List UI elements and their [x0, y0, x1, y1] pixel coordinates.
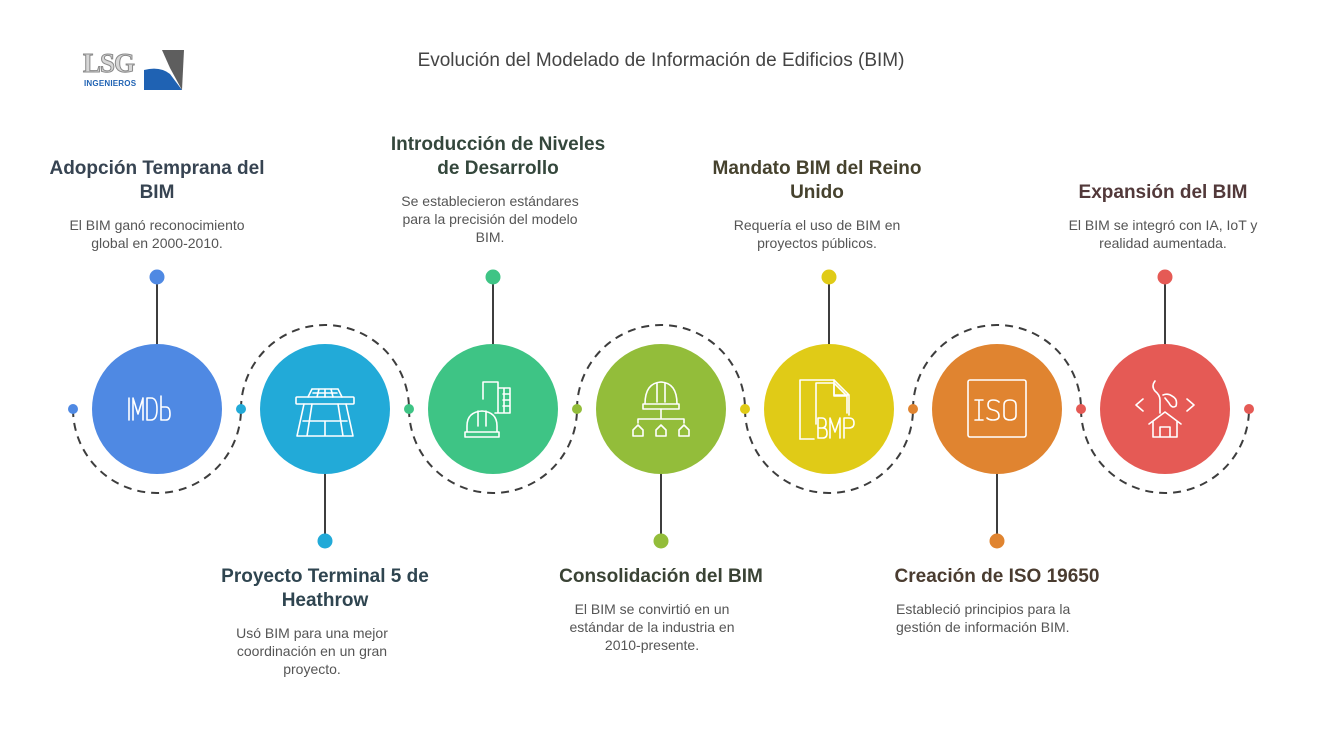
- milestone-title: Expansión del BIM: [1078, 182, 1248, 203]
- connector-lines: [156, 277, 1166, 541]
- milestone-title: Creación de ISO 19650: [894, 566, 1100, 587]
- milestone-circle-6: [932, 344, 1062, 474]
- milestone-title: Consolidación del BIM: [559, 566, 763, 587]
- milestone-title: Proyecto Terminal 5 de Heathrow: [221, 566, 429, 611]
- milestone-description: Requería el uso de BIM en proyectos públ…: [733, 217, 901, 251]
- milestone-description: Se establecieron estándares para la prec…: [401, 193, 579, 245]
- milestone-label-6: Creación de ISO 19650 Estableció princip…: [882, 565, 1112, 636]
- milestone-title: Introducción de Niveles de Desarrollo: [390, 134, 606, 179]
- bmp-file-icon: [799, 379, 855, 440]
- milestone-label-5: Mandato BIM del Reino Unido Requería el …: [702, 157, 932, 252]
- milestone-description: El BIM se convirtió en un estándar de la…: [569, 601, 735, 653]
- company-logo: LSG INGENIEROS: [80, 46, 190, 92]
- building-helmet-icon: [464, 381, 511, 438]
- milestone-title: Adopción Temprana del BIM: [49, 158, 265, 203]
- milestone-description: El BIM se integró con IA, IoT y realidad…: [1068, 217, 1258, 251]
- milestone-label-3: Introducción de Niveles de Desarrollo Se…: [383, 133, 613, 246]
- milestone-label-2: Proyecto Terminal 5 de Heathrow Usó BIM …: [210, 565, 440, 678]
- milestone-label-4: Consolidación del BIM El BIM se convirti…: [546, 565, 776, 654]
- logo-text: LSG: [82, 48, 135, 79]
- milestone-circle-7: [1100, 344, 1230, 474]
- milestone-description: Usó BIM para una mejor coordinación en u…: [236, 625, 388, 677]
- milestone-label-7: Expansión del BIM El BIM se integró con …: [1048, 181, 1278, 252]
- milestone-description: El BIM ganó reconocimiento global en 200…: [69, 217, 245, 251]
- iso-icon: [967, 379, 1027, 438]
- dashed-timeline-path: [72, 324, 1250, 494]
- logo-mark-icon: [144, 50, 184, 90]
- page-title: Evolución del Modelado de Información de…: [417, 50, 905, 71]
- milestone-title: Mandato BIM del Reino Unido: [712, 158, 922, 203]
- helmet-hierarchy-icon: [632, 381, 690, 437]
- milestone-label-1: Adopción Temprana del BIM El BIM ganó re…: [42, 157, 272, 252]
- smart-home-icon: [1135, 380, 1195, 438]
- milestone-circle-2: [260, 344, 390, 474]
- logo-subtitle: INGENIEROS: [84, 79, 137, 88]
- milestone-circle-5: [764, 344, 894, 474]
- airport-terminal-icon: [295, 388, 355, 437]
- milestone-circle-3: [428, 344, 558, 474]
- imdb-icon: [128, 395, 171, 421]
- milestone-description: Estableció principios para la gestión de…: [896, 601, 1071, 635]
